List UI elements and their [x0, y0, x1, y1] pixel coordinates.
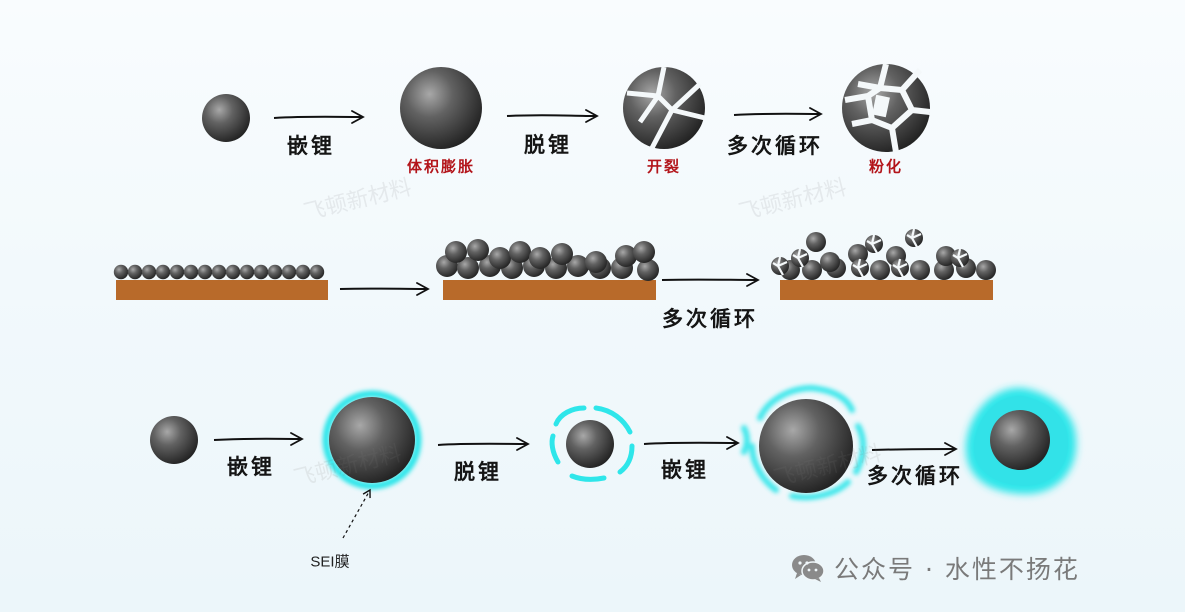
re-expanded-particle-sei: [741, 384, 866, 501]
expanded-particle: [489, 247, 511, 269]
label-multi-cycle-bottom: 多次循环: [867, 463, 963, 488]
small-particle: [211, 264, 227, 280]
arrow-multi-cycle-bottom: [871, 442, 958, 456]
substrate-3: [780, 280, 993, 300]
arrow-lithiation: [273, 110, 365, 124]
pulverized-particle: [842, 63, 931, 153]
footer: 公众号 · 水性不扬花: [790, 548, 1170, 588]
particle: [848, 244, 868, 264]
small-particle: [225, 264, 241, 280]
small-particle: [281, 264, 297, 280]
cracked-particle: [623, 66, 706, 150]
label-delithiation-bottom: 脱锂: [454, 459, 502, 484]
crack-lines: [852, 258, 868, 278]
expanded-particle: [467, 239, 489, 261]
sei-pointer: [342, 488, 371, 539]
expanded-particle: [637, 259, 659, 281]
pulverized-particle-layer: [771, 228, 996, 280]
expanded-particle: [551, 243, 573, 265]
expanded-particle: [633, 241, 655, 263]
pristine-particle: [150, 416, 198, 464]
small-particle-layer: [113, 264, 325, 280]
label-sei: SEI膜: [310, 553, 350, 571]
crack-lines: [892, 258, 908, 278]
label-pulverization: 粉化: [868, 157, 904, 176]
expanded-particle: [585, 251, 607, 273]
expanded-particle: [457, 257, 479, 279]
sei-coated-particle: [322, 390, 422, 490]
expanded-particle: [567, 255, 589, 277]
small-particle: [141, 264, 157, 280]
crack-lines: [792, 248, 808, 268]
row-bottom: [150, 384, 1077, 539]
crack-lines: [866, 234, 882, 254]
small-particle: [113, 264, 129, 280]
row-middle: [113, 228, 996, 300]
small-particle: [239, 264, 255, 280]
particle: [802, 260, 822, 280]
crack-lines: [772, 256, 788, 276]
particle: [910, 260, 930, 280]
arrow-delithiation: [437, 437, 530, 451]
small-particle: [169, 264, 185, 280]
small-particle: [127, 264, 143, 280]
arrow-delithiation: [506, 109, 599, 123]
crack-lines: [906, 228, 922, 248]
substrate-1: [116, 280, 328, 300]
small-particle: [183, 264, 199, 280]
expanded-particle: [445, 241, 467, 263]
label-lithiation-2: 嵌锂: [661, 457, 709, 482]
thick-sei-particle: [965, 387, 1077, 494]
small-particle: [267, 264, 283, 280]
particle: [806, 232, 826, 252]
substrate-2: [443, 280, 656, 300]
expanded-particle: [509, 241, 531, 263]
particle: [870, 260, 890, 280]
shrunk-particle-broken-sei: [549, 405, 635, 482]
label-lithiation: 嵌锂: [287, 133, 335, 158]
small-particle: [155, 264, 171, 280]
footer-text: 公众号 · 水性不扬花: [834, 555, 1080, 584]
small-particle: [295, 264, 311, 280]
arrow-lithiation-1: [213, 432, 304, 446]
label-multi-cycle-middle: 多次循环: [662, 306, 758, 331]
small-particle: [253, 264, 269, 280]
wechat-icon: [792, 555, 825, 582]
arrow-multi-cycle-top: [733, 107, 823, 121]
label-delithiation: 脱锂: [524, 132, 572, 157]
expanded-particle-layer: [436, 239, 659, 281]
expanded-particle: [400, 67, 482, 149]
small-particle: [309, 264, 325, 280]
label-cracking: 开裂: [646, 157, 682, 176]
row-top: [202, 63, 931, 153]
small-particle: [197, 264, 213, 280]
particle: [936, 246, 956, 266]
label-multi-cycle-top: 多次循环: [727, 133, 823, 158]
expanded-particle: [615, 245, 637, 267]
crack-lines: [952, 248, 968, 268]
particle: [976, 260, 996, 280]
label-expansion: 体积膨胀: [406, 157, 476, 176]
small-particle: [202, 94, 250, 142]
expanded-particle: [529, 247, 551, 269]
label-lithiation-1: 嵌锂: [227, 454, 275, 479]
arrow-lithiation-2: [643, 436, 740, 450]
particle: [820, 252, 840, 272]
